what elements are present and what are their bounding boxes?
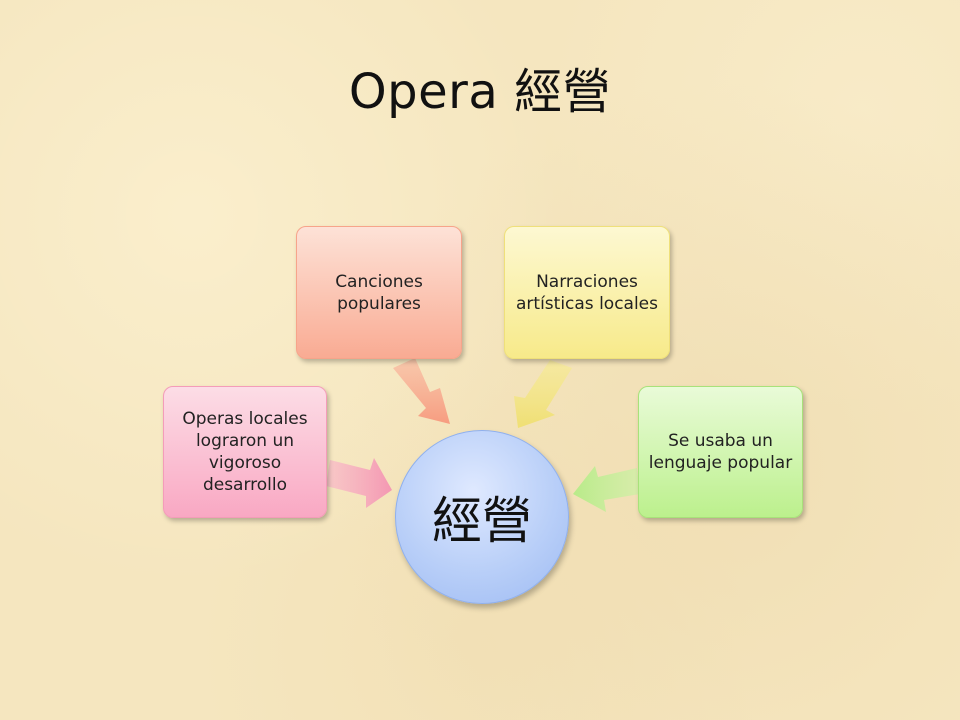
center-label: 經營 — [432, 492, 532, 550]
node-label: Se usaba un lenguaje popular — [648, 431, 793, 473]
node-label: Canciones populares — [335, 271, 423, 314]
node-label: Operas locales lograron un vigoroso desa… — [182, 409, 308, 495]
arrow-left — [326, 458, 392, 508]
node-canciones-populares: Canciones populares — [296, 226, 462, 359]
arrow-top-right — [514, 360, 572, 428]
node-lenguaje-popular: Se usaba un lenguaje popular — [638, 386, 803, 518]
arrow-top-left — [393, 358, 450, 424]
slide-title: Opera 經營 — [348, 64, 612, 120]
node-narraciones-artisticas: Narraciones artísticas locales — [504, 226, 670, 359]
arrow-right — [573, 466, 640, 512]
node-operas-locales: Operas locales lograron un vigoroso desa… — [163, 386, 327, 518]
node-label: Narraciones artísticas locales — [516, 271, 658, 314]
center-node: 經營 — [395, 430, 569, 604]
